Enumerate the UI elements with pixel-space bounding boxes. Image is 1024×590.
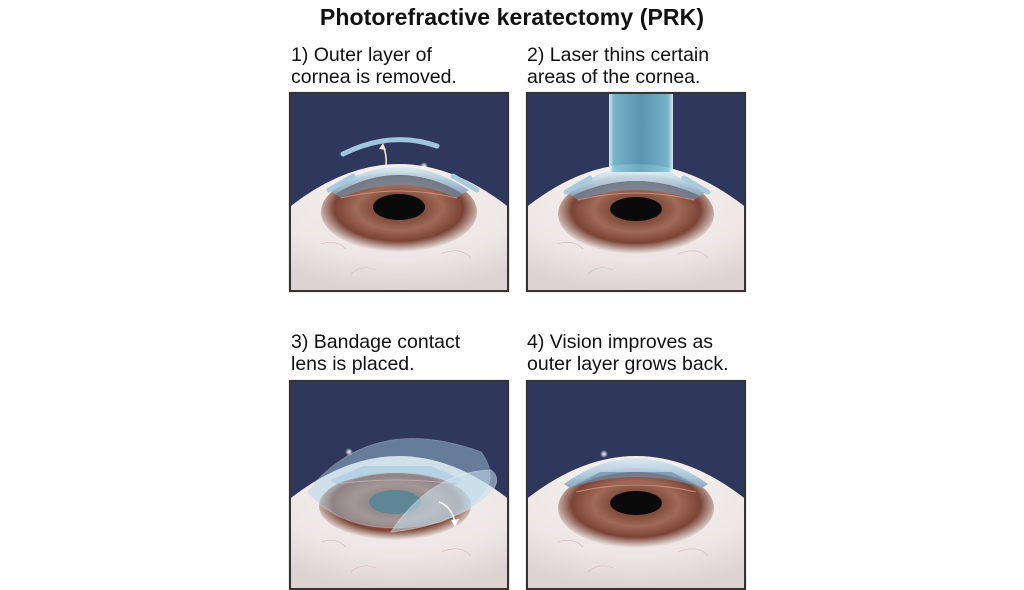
pupil [373, 194, 425, 220]
step-1-caption: 1) Outer layer of cornea is removed. [291, 44, 531, 88]
step-2-caption: 2) Laser thins certain areas of the corn… [527, 44, 767, 88]
diagram-title: Photorefractive keratectomy (PRK) [319, 4, 705, 30]
cornea-edge-right [681, 175, 711, 195]
laser-beam [609, 94, 673, 172]
cornea [566, 172, 706, 196]
step-3-caption: 3) Bandage contact lens is placed. [291, 331, 531, 375]
step-2-caption-line-1: 2) Laser thins certain [527, 44, 710, 66]
sparkle [345, 448, 353, 456]
removed-outer-layer [340, 137, 440, 157]
step-2-caption-line-2: areas of the cornea. [527, 66, 701, 88]
step-3-caption-line-1: 3) Bandage contact [291, 331, 461, 353]
pupil [369, 490, 421, 514]
step-4-caption-line-2: outer layer grows back. [527, 353, 729, 375]
step-4-caption-line-1: 4) Vision improves as [527, 331, 714, 353]
pupil [610, 491, 662, 515]
cornea [329, 167, 469, 194]
pupil [610, 197, 662, 221]
step-3-illustration [289, 380, 509, 590]
step-3-caption-line-2: lens is placed. [291, 353, 415, 375]
sparkle [420, 162, 428, 170]
step-4-caption: 4) Vision improves as outer layer grows … [527, 331, 767, 375]
cornea-edge-left [326, 173, 356, 193]
contact-lens-edge [389, 469, 498, 533]
step-1-caption-line-1: 1) Outer layer of [291, 44, 432, 66]
step-2-illustration [526, 92, 746, 292]
cornea [331, 466, 463, 484]
sparkle [600, 450, 608, 458]
cornea-edge-right [450, 173, 480, 193]
step-1-caption-line-2: cornea is removed. [291, 66, 457, 88]
cornea [564, 458, 708, 488]
placement-arrow-icon [438, 501, 456, 523]
step-4-illustration [526, 380, 746, 590]
cornea-edge-left [563, 175, 593, 195]
step-1-illustration [289, 92, 509, 292]
